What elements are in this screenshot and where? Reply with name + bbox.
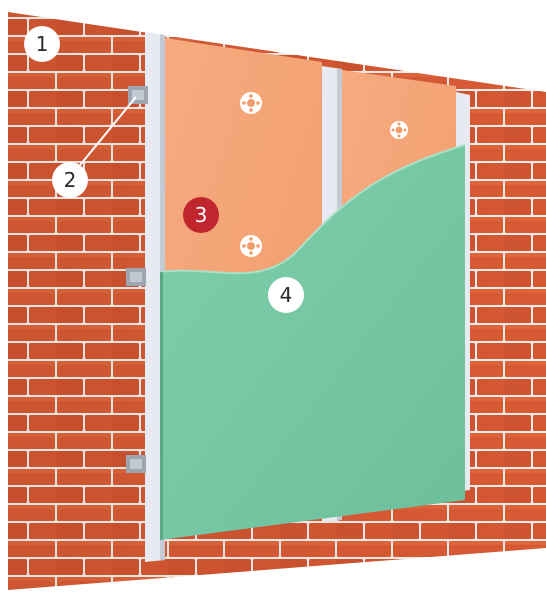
marker-3-label: 3 <box>195 203 208 227</box>
insulation-dowel-icon <box>390 121 408 139</box>
wall-bracket-icon <box>126 455 146 473</box>
marker-1: 1 <box>24 26 60 62</box>
insulation-dowel-icon <box>240 92 262 114</box>
marker-4: 4 <box>268 277 304 313</box>
marker-2-label: 2 <box>64 168 77 192</box>
marker-2: 2 <box>52 162 88 198</box>
wall-bracket-icon <box>128 86 148 104</box>
marker-3: 3 <box>183 197 219 233</box>
marker-1-label: 1 <box>36 32 49 56</box>
insulation-dowel-icon <box>240 235 262 257</box>
marker-4-label: 4 <box>280 283 293 307</box>
wall-bracket-icon <box>126 268 146 286</box>
